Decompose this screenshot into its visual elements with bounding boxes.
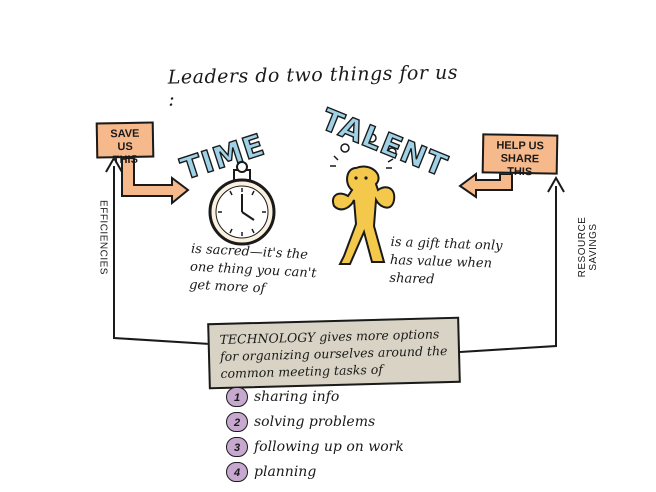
save-to-time-arrow [121,157,190,206]
list-item: 1 sharing info [226,384,466,409]
task-label: solving problems [254,413,376,430]
stopwatch-icon [208,161,276,246]
task-number-badge: 1 [226,386,248,407]
help-us-box: HELP US SHARE THIS [481,133,559,178]
technology-box: TECHNOLOGY gives more options for organi… [207,316,461,390]
page-title: Leaders do two things for us : [167,61,459,111]
task-number-badge: 4 [226,461,248,482]
help-to-talent-arrow [458,172,513,199]
talent-description: is a gift that only has value when share… [389,234,503,288]
task-number-badge: 2 [226,411,248,432]
time-description: is sacred—it's the one thing you can't g… [188,241,317,297]
efficiencies-label: EFFICIENCIES [97,200,109,275]
save-us-box: SAVE US THIS [95,121,155,166]
task-number-badge: 3 [226,436,248,457]
juggler-figure-icon [330,133,397,265]
resource-savings-arrowhead [547,175,565,193]
list-item: 3 following up on work [226,434,466,459]
meeting-task-list: 1 sharing info 2 solving problems 3 foll… [226,384,466,484]
task-label: sharing info [254,388,340,405]
list-item: 4 planning [226,459,466,484]
task-label: following up on work [254,438,404,455]
resource-savings-arrow [459,186,557,353]
resource-savings-label: RESOURCE SAVINGS [577,216,599,278]
efficiencies-arrow [113,166,211,345]
task-label: planning [254,463,317,480]
list-item: 2 solving problems [226,409,466,434]
